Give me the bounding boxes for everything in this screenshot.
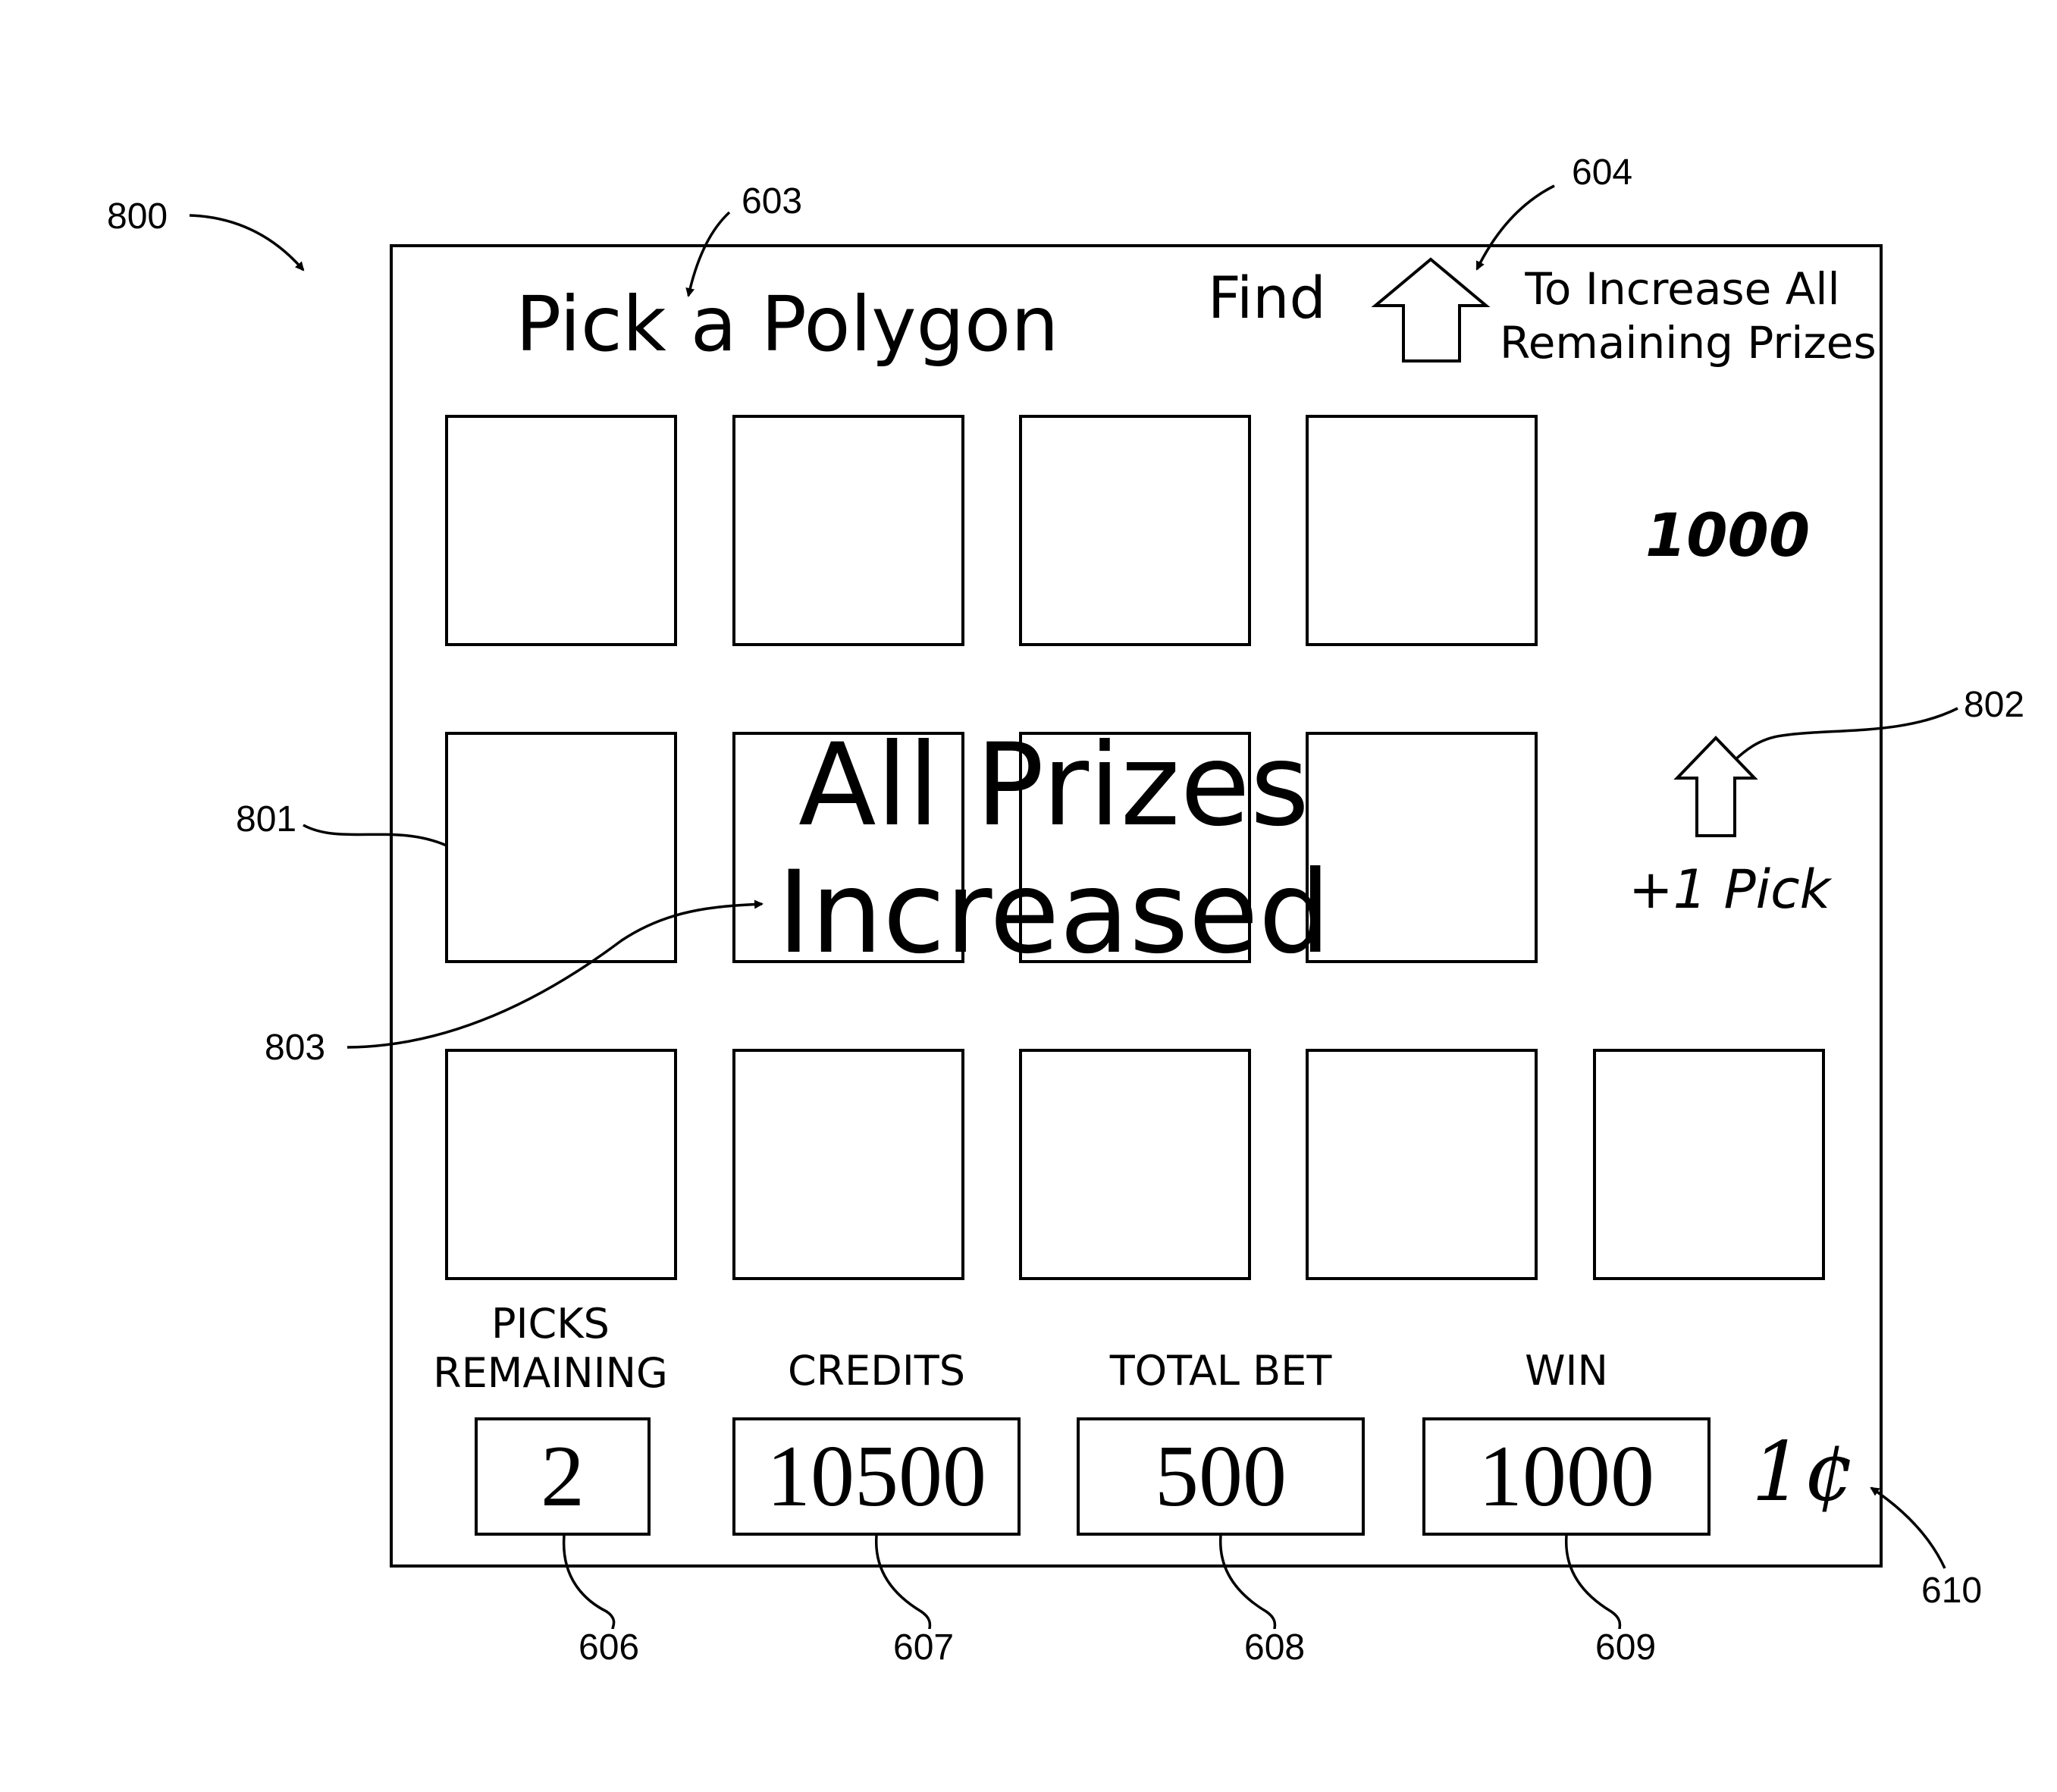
leader-607 (876, 1536, 930, 1629)
up-arrow-icon (1375, 259, 1486, 361)
leader-803 (347, 904, 762, 1047)
leader-609 (1566, 1536, 1620, 1629)
leader-610 (1871, 1488, 1945, 1568)
leader-800 (190, 215, 303, 270)
leader-604 (1477, 186, 1554, 269)
leader-603 (688, 212, 729, 296)
leader-801 (303, 825, 447, 846)
leader-802 (1729, 708, 1958, 766)
leader-608 (1221, 1536, 1275, 1629)
leader-606 (564, 1536, 614, 1629)
